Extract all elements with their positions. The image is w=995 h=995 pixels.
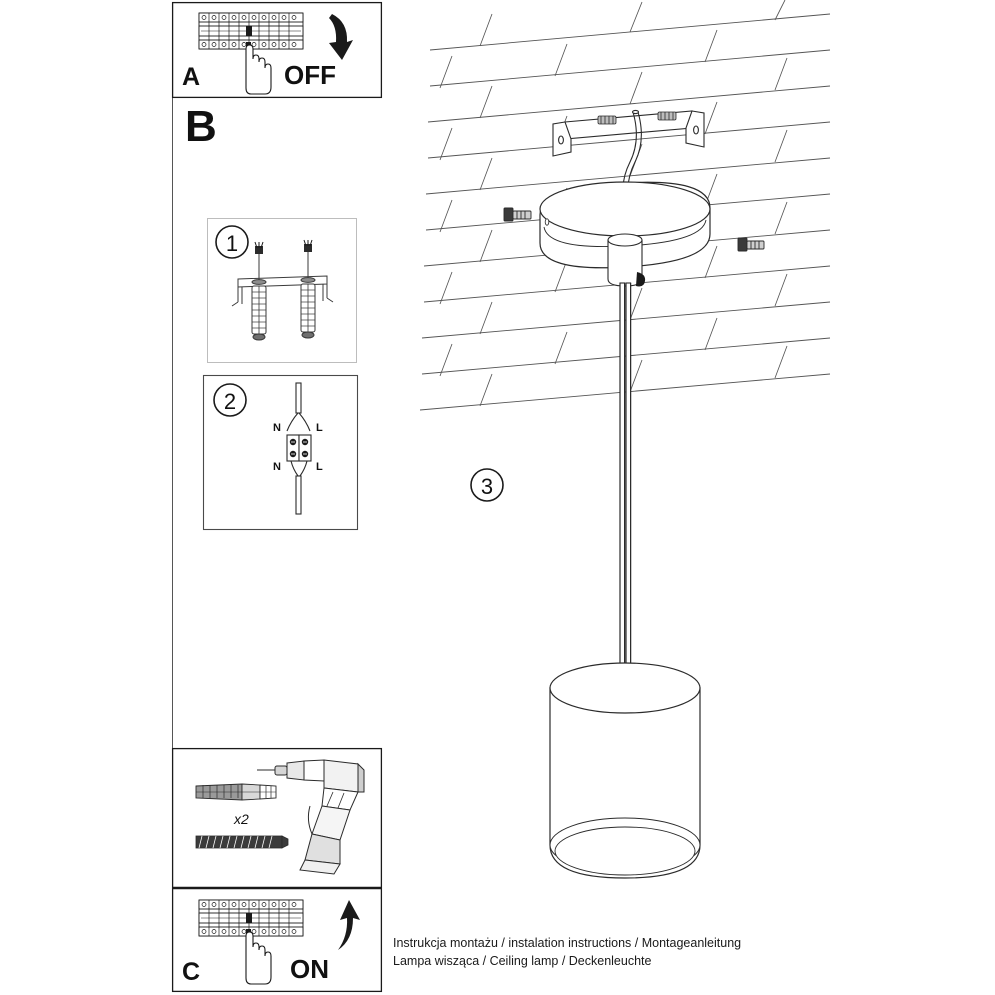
bolt-right	[737, 237, 765, 252]
step-1-number-badge: 1	[215, 225, 249, 259]
step-2-number-badge: 2	[213, 383, 247, 417]
step-3-number-badge: 3	[470, 468, 504, 502]
screw-icon	[195, 835, 289, 849]
tools-quantity-label: x2	[233, 811, 249, 827]
step-c-letter: C	[182, 958, 200, 986]
suspension-rod	[607, 233, 646, 681]
caption-line-1: Instrukcja montażu / instalation instruc…	[393, 936, 742, 950]
terminal-label-l-bottom: L	[316, 461, 323, 473]
tools-panel: x2	[171, 747, 383, 889]
bolt-left	[503, 207, 532, 222]
caption-block: Instrukcja montażu / instalation instruc…	[393, 934, 741, 970]
svg-text:1: 1	[226, 231, 238, 256]
main-illustration: 3	[419, 0, 995, 900]
step-c-panel: C ON	[171, 887, 383, 993]
step-2-panel: 2	[202, 374, 359, 531]
mounting-bracket	[552, 110, 705, 157]
terminal-label-l-top: L	[316, 422, 323, 434]
circuit-breaker-panel-icon	[198, 12, 304, 50]
canopy	[539, 181, 711, 269]
arrow-up-icon	[338, 900, 360, 950]
circuit-breaker-panel-icon	[198, 899, 304, 937]
hand-pointing-icon	[245, 44, 272, 95]
wall-plug-icon	[195, 783, 277, 801]
step-c-action-label: ON	[290, 954, 329, 984]
svg-text:2: 2	[224, 389, 236, 414]
power-drill-icon	[257, 759, 365, 875]
cylinder-shade	[549, 662, 701, 879]
svg-text:3: 3	[481, 474, 493, 499]
bracket-bolt-right	[657, 111, 677, 121]
terminal-label-n-top: N	[273, 422, 281, 434]
terminal-label-n-bottom: N	[273, 461, 281, 473]
caption-line-2: Lampa wisząca / Ceiling lamp / Deckenleu…	[393, 954, 652, 968]
terminal-block-wiring-icon	[286, 382, 312, 515]
step-a-panel: A OFF	[171, 1, 383, 99]
step-1-panel: 1	[207, 218, 357, 363]
step-b-letter: B	[185, 102, 217, 151]
arrow-down-icon	[329, 14, 353, 60]
step-a-letter: A	[182, 63, 200, 91]
step-a-action-label: OFF	[284, 60, 336, 90]
section-b-left-rule	[172, 98, 174, 753]
bracket-bolt-left	[597, 115, 617, 125]
mounting-bracket-with-screws-icon	[231, 239, 334, 341]
hand-pointing-icon	[245, 931, 272, 985]
